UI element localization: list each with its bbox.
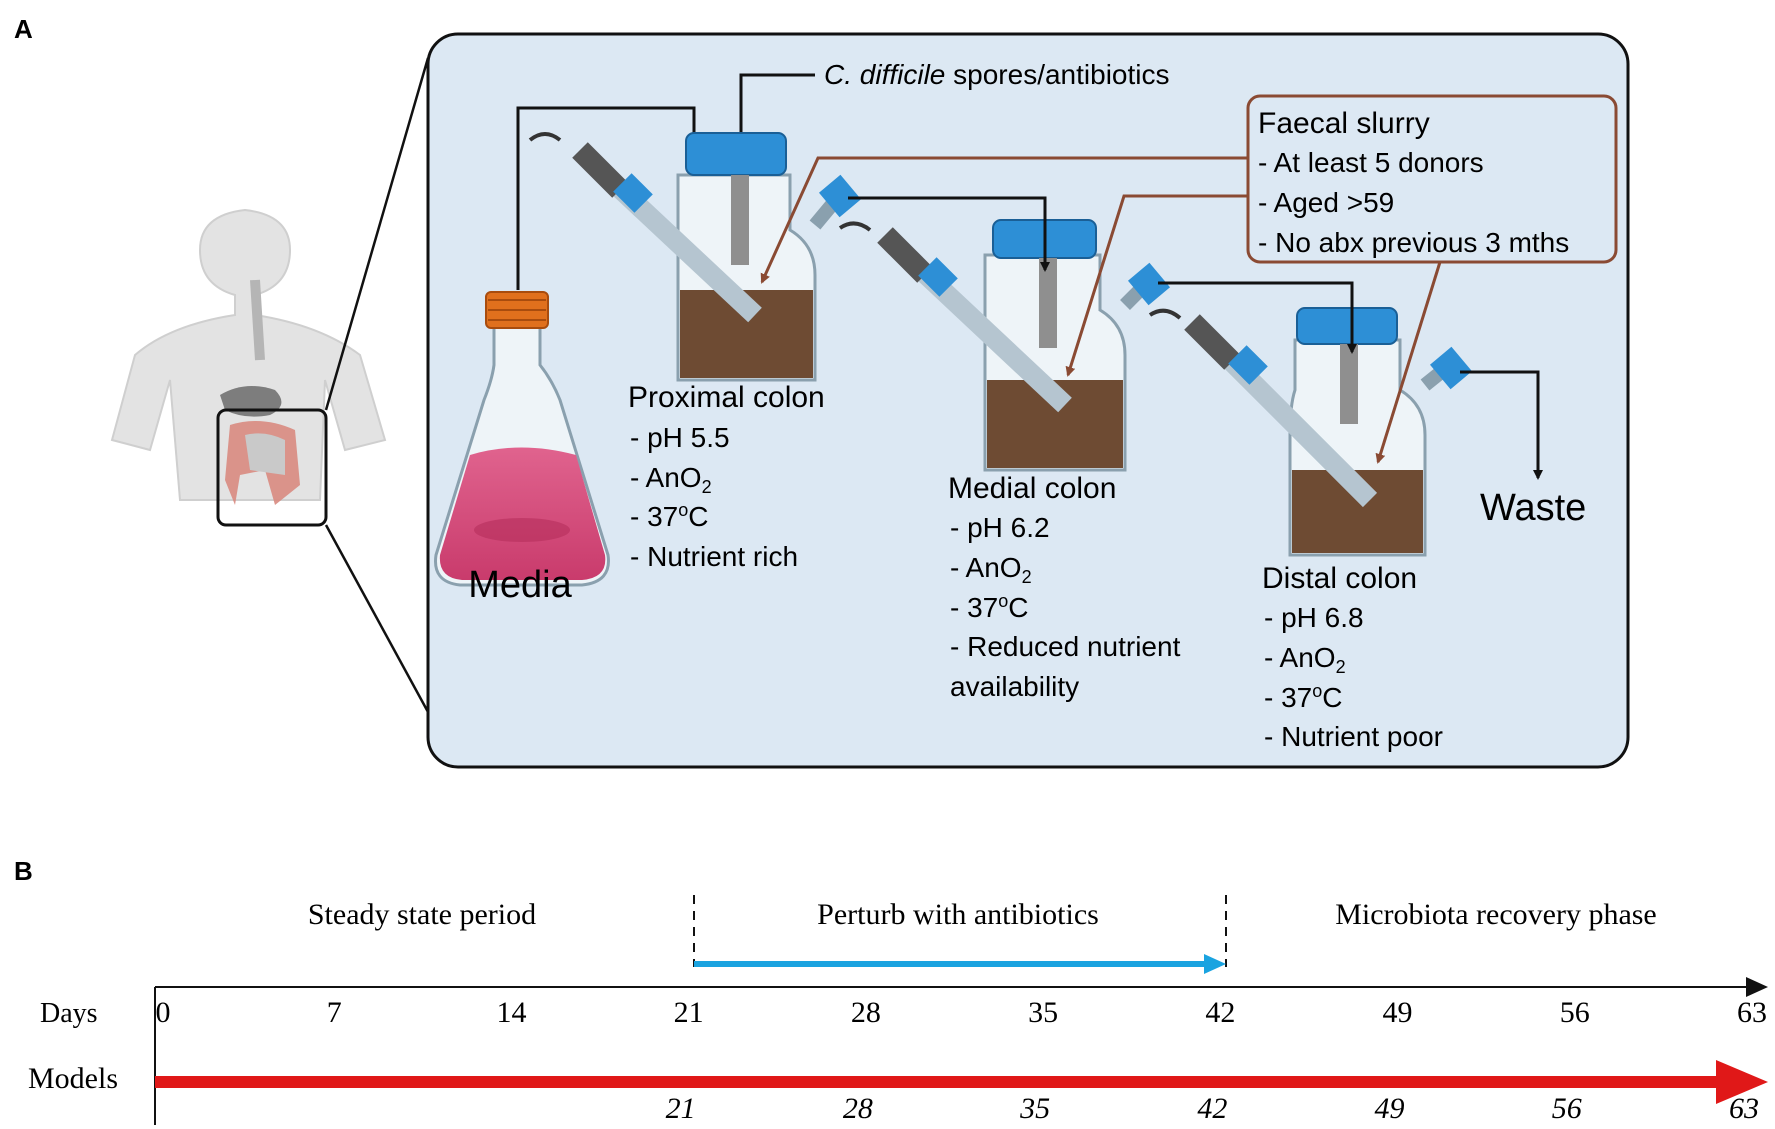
vessel-temp: - 37oC xyxy=(630,500,709,532)
vessel-nutrient: - Nutrient rich xyxy=(630,541,798,572)
models-arrow-head xyxy=(1716,1060,1768,1104)
faecal-slurry-box xyxy=(1246,94,1618,264)
models-label: Models xyxy=(28,1062,118,1095)
vessel-ano2: - AnO2 xyxy=(1264,642,1346,677)
day-tick-label: 56 xyxy=(1560,996,1590,1029)
vessel-distal xyxy=(1148,307,1473,557)
day-tick-label: 7 xyxy=(327,996,342,1029)
vessel-nutrient: availability xyxy=(950,671,1079,702)
slurry-item: - At least 5 donors xyxy=(1258,147,1484,178)
media-flask xyxy=(434,291,610,587)
model-tick-label: 21 xyxy=(666,1092,696,1125)
vessel-ph: - pH 6.8 xyxy=(1264,602,1364,633)
model-tick-label: 49 xyxy=(1375,1092,1405,1125)
vessel-nutrient: - Nutrient poor xyxy=(1264,721,1443,752)
slurry-title: Faecal slurry xyxy=(1258,107,1430,140)
antibiotic-arrow-head xyxy=(1204,954,1226,974)
vessel-ano2: - AnO2 xyxy=(950,552,1032,587)
medial-colon-text: Medial colon - pH 6.2 - AnO2 - 37oC - Re… xyxy=(948,472,1181,702)
day-tick-label: 35 xyxy=(1028,996,1058,1029)
days-axis-arrow xyxy=(1746,977,1768,997)
slurry-arrow-distal xyxy=(1375,261,1442,464)
model-tick-labels: 21 28 35 42 49 56 63 xyxy=(666,1092,1759,1125)
phase-steady-state: Steady state period xyxy=(308,898,536,931)
slurry-item: - Aged >59 xyxy=(1258,187,1394,218)
vessel-name: Medial colon xyxy=(948,472,1116,505)
day-tick-label: 21 xyxy=(674,996,704,1029)
day-tick-labels: 0 7 14 21 28 35 42 49 56 63 xyxy=(156,996,1768,1029)
zoom-box xyxy=(216,408,328,527)
slurry-item: - No abx previous 3 mths xyxy=(1258,227,1569,258)
vessel-ph: - pH 6.2 xyxy=(950,512,1050,543)
media-tube xyxy=(516,106,696,290)
inlet-label: C. difficile spores/antibiotics xyxy=(824,59,1169,90)
human-body-illustration xyxy=(110,208,387,505)
vessel-ph: - pH 5.5 xyxy=(630,422,730,453)
day-tick-label: 14 xyxy=(496,996,526,1029)
vessel-temp: - 37oC xyxy=(950,591,1029,623)
day-tick-label: 28 xyxy=(851,996,881,1029)
day-tick-label: 49 xyxy=(1383,996,1413,1029)
waste-arrow xyxy=(1460,370,1543,480)
panel-a-label: A xyxy=(14,14,33,44)
vessel-name: Distal colon xyxy=(1262,562,1417,595)
phase-recovery: Microbiota recovery phase xyxy=(1335,898,1657,931)
model-tick-label: 56 xyxy=(1552,1092,1582,1125)
vessel-nutrient: - Reduced nutrient xyxy=(950,631,1181,662)
slurry-arrow-medial xyxy=(1065,194,1248,377)
media-label: Media xyxy=(468,564,572,606)
model-tick-label: 63 xyxy=(1729,1092,1759,1125)
phase-perturb: Perturb with antibiotics xyxy=(817,898,1099,931)
zoom-line-bottom xyxy=(324,524,430,713)
days-label: Days xyxy=(40,998,98,1029)
day-tick-label: 42 xyxy=(1205,996,1235,1029)
vessel-ano2: - AnO2 xyxy=(630,462,712,497)
distal-colon-text: Distal colon - pH 6.8 - AnO2 - 37oC - Nu… xyxy=(1262,562,1443,752)
vessel-name: Proximal colon xyxy=(628,381,825,414)
vessel-temp: - 37oC xyxy=(1264,681,1343,713)
model-tick-label: 28 xyxy=(843,1092,873,1125)
model-tick-label: 42 xyxy=(1197,1092,1227,1125)
slurry-arrow-proximal xyxy=(760,156,1248,284)
model-tick-label: 35 xyxy=(1019,1092,1050,1125)
zoom-line-top xyxy=(324,57,430,411)
flow-tube-2-3 xyxy=(1158,281,1357,354)
panel-b-label: B xyxy=(14,856,33,886)
proximal-colon-text: Proximal colon - pH 5.5 - AnO2 - 37oC - … xyxy=(628,381,825,572)
waste-label: Waste xyxy=(1480,487,1586,529)
flow-tube-1-2 xyxy=(848,196,1050,272)
day-tick-label: 63 xyxy=(1737,996,1767,1029)
vessel-proximal xyxy=(528,132,862,382)
day-tick-label: 0 xyxy=(156,996,171,1029)
